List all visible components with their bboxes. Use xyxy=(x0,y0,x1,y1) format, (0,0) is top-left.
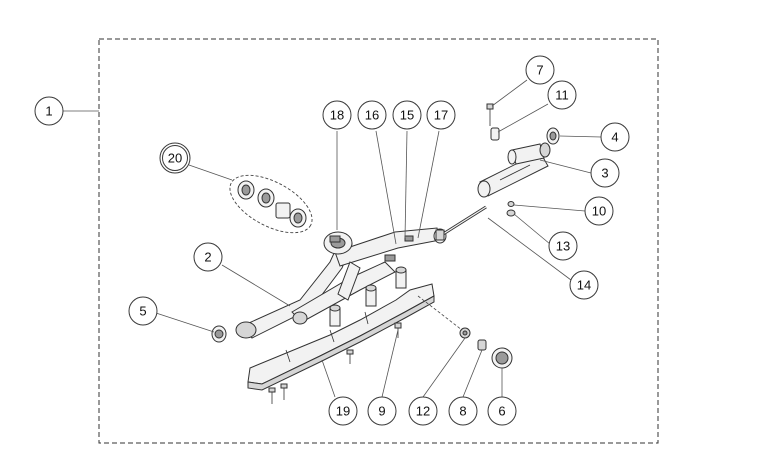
callout-16: 16 xyxy=(357,100,387,130)
callout-label: 7 xyxy=(536,63,543,78)
callout-14: 14 xyxy=(569,270,599,300)
callout-1: 1 xyxy=(34,96,64,126)
assembly-boundary xyxy=(98,38,659,444)
callout-label: 18 xyxy=(330,108,344,123)
callout-label: 17 xyxy=(434,108,448,123)
handle-assembly xyxy=(435,103,560,241)
callout-11: 11 xyxy=(547,80,577,110)
callout-label: 3 xyxy=(601,166,608,181)
callout-5: 5 xyxy=(128,296,158,326)
frame-part xyxy=(235,227,447,339)
callout-15: 15 xyxy=(392,100,422,130)
callout-9: 9 xyxy=(367,396,397,426)
callout-7: 7 xyxy=(525,55,555,85)
callout-label: 5 xyxy=(139,304,146,319)
callout-label: 14 xyxy=(577,278,591,293)
callout-17: 17 xyxy=(426,100,456,130)
callout-3: 3 xyxy=(590,158,620,188)
assembly-guide-line xyxy=(417,295,463,331)
leader-lines xyxy=(63,79,602,398)
callout-label: 12 xyxy=(416,404,430,419)
callout-label: 8 xyxy=(459,404,466,419)
callout-label: 16 xyxy=(365,108,379,123)
callout-label: 13 xyxy=(556,239,570,254)
callout-4: 4 xyxy=(600,122,630,152)
callout-label: 19 xyxy=(336,404,350,419)
callout-label: 4 xyxy=(611,130,618,145)
callout-label: 2 xyxy=(204,250,211,265)
callout-label: 10 xyxy=(592,204,606,219)
callout-label: 1 xyxy=(45,104,52,119)
callout-label: 15 xyxy=(400,108,414,123)
callout-13: 13 xyxy=(548,231,578,261)
callout-19: 19 xyxy=(328,396,358,426)
ski-part xyxy=(247,266,435,391)
bearing-set xyxy=(229,174,313,234)
callout-12: 12 xyxy=(408,396,438,426)
callout-label: 9 xyxy=(378,404,385,419)
callout-label: 11 xyxy=(555,88,569,103)
callout-6: 6 xyxy=(487,396,517,426)
parts-group xyxy=(211,103,560,404)
callout-18: 18 xyxy=(322,100,352,130)
callout-8: 8 xyxy=(448,396,478,426)
callout-20: 20 xyxy=(159,142,191,174)
ski-screws xyxy=(268,322,402,404)
callout-10: 10 xyxy=(584,196,614,226)
callout-label: 6 xyxy=(498,404,505,419)
callout-label: 20 xyxy=(168,151,182,166)
callout-2: 2 xyxy=(193,242,223,272)
small-parts xyxy=(211,325,513,369)
